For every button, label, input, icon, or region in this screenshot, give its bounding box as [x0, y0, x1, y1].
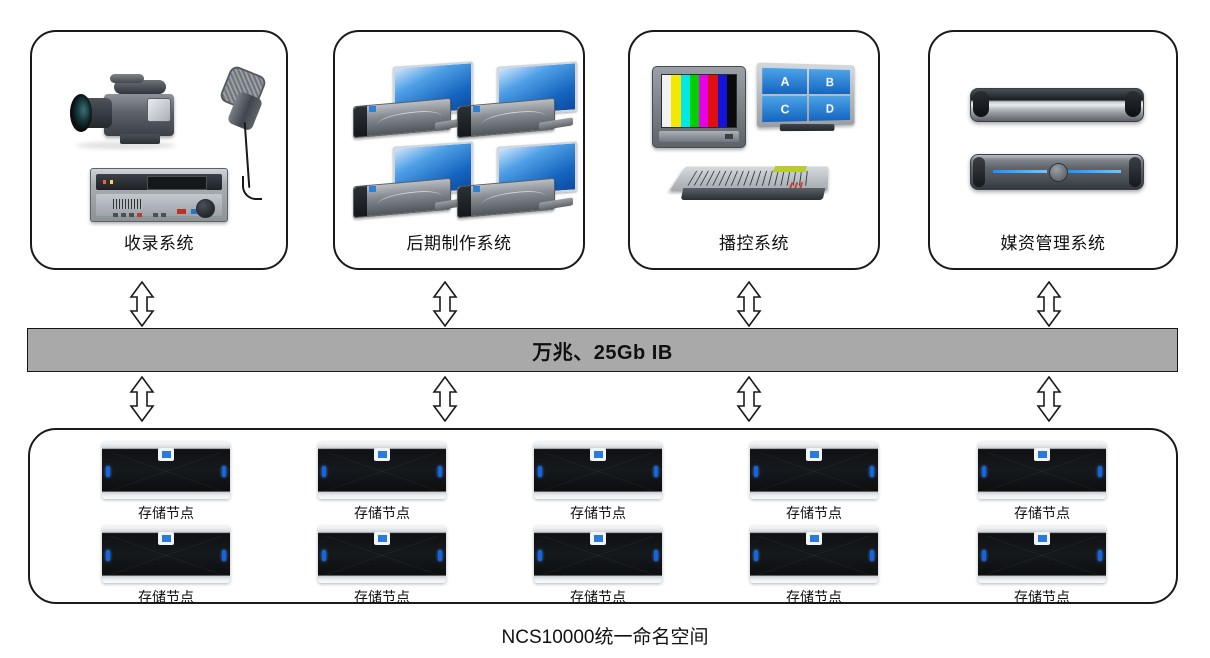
system-label-playout: 播控系统 — [719, 234, 789, 253]
workstation-icon — [457, 141, 577, 222]
connector-arrow-playout-to-network — [736, 280, 762, 328]
storage-node[interactable]: 存储节点 — [978, 526, 1106, 607]
media-asset-artwork — [930, 46, 1176, 222]
storage-node-label: 存储节点 — [354, 505, 410, 521]
storage-node[interactable]: 存储节点 — [978, 442, 1106, 523]
workstation-icon — [353, 141, 473, 222]
connector-arrow-network-to-storage-2 — [432, 375, 458, 423]
storage-node-icon — [978, 442, 1106, 499]
storage-node-icon — [750, 526, 878, 583]
playout-artwork: A B C D — [630, 46, 878, 222]
tape-library-icon — [970, 88, 1144, 122]
ingest-artwork — [32, 46, 286, 222]
storage-node-icon — [102, 526, 230, 583]
storage-node-icon — [534, 526, 662, 583]
storage-node-label: 存储节点 — [786, 589, 842, 605]
storage-node-icon — [534, 442, 662, 499]
storage-node-label: 存储节点 — [786, 505, 842, 521]
multiviewer-icon: A B C D — [756, 62, 862, 144]
connector-arrow-ingest-to-network — [129, 280, 155, 328]
vtr-deck-icon — [90, 168, 228, 222]
multiviewer-quadrant-d: D — [808, 95, 851, 121]
storage-node-icon — [102, 442, 230, 499]
storage-node-label: 存储节点 — [138, 505, 194, 521]
connector-arrow-network-to-storage-1 — [129, 375, 155, 423]
postproduction-artwork — [335, 46, 583, 222]
system-label-postproduction: 后期制作系统 — [406, 234, 512, 253]
multiviewer-quadrant-a: A — [762, 67, 808, 94]
system-box-postproduction[interactable]: 后期制作系统 — [333, 30, 585, 270]
video-camera-icon — [70, 68, 186, 152]
system-box-media-asset[interactable]: 媒资管理系统 — [928, 30, 1178, 270]
microphone-icon — [202, 64, 282, 200]
workstation-icon — [457, 61, 577, 142]
connector-arrow-network-to-storage-3 — [736, 375, 762, 423]
storage-node-icon — [318, 526, 446, 583]
system-label-media-asset: 媒资管理系统 — [1000, 234, 1106, 253]
crt-colorbar-monitor-icon — [652, 66, 746, 148]
network-fabric-bar[interactable]: 万兆、25Gb IB — [27, 328, 1178, 372]
storage-node[interactable]: 存储节点 — [102, 442, 230, 523]
connector-arrow-media-asset-to-network — [1036, 280, 1062, 328]
connector-arrow-network-to-storage-4 — [1036, 375, 1062, 423]
storage-node[interactable]: 存储节点 — [750, 442, 878, 523]
storage-node-icon — [978, 526, 1106, 583]
storage-node[interactable]: 存储节点 — [534, 442, 662, 523]
storage-node-label: 存储节点 — [1014, 505, 1070, 521]
storage-node-label: 存储节点 — [570, 589, 626, 605]
storage-node[interactable]: 存储节点 — [534, 526, 662, 607]
diagram-title: NCS10000统一命名空间 — [501, 627, 709, 648]
storage-pool-container[interactable]: 存储节点 存储节点 存储节点 存储节点 — [28, 428, 1178, 607]
system-box-playout[interactable]: A B C D 播控系统 — [628, 30, 880, 270]
audio-mixer-icon — [669, 158, 829, 214]
rack-server-icon — [970, 154, 1144, 190]
system-label-ingest: 收录系统 — [124, 234, 194, 253]
connector-arrow-postproduction-to-network — [432, 280, 458, 328]
storage-node-label: 存储节点 — [354, 589, 410, 605]
storage-node-icon — [750, 442, 878, 499]
workstation-icon — [353, 61, 473, 142]
storage-node-label: 存储节点 — [1014, 589, 1070, 605]
storage-node-icon — [318, 442, 446, 499]
network-fabric-label: 万兆、25Gb IB — [532, 341, 673, 364]
storage-node[interactable]: 存储节点 — [102, 526, 230, 607]
storage-node[interactable]: 存储节点 — [750, 526, 878, 607]
storage-node[interactable]: 存储节点 — [318, 442, 446, 523]
storage-node-label: 存储节点 — [570, 505, 626, 521]
system-box-ingest[interactable]: 收录系统 — [30, 30, 288, 270]
storage-node-label: 存储节点 — [138, 589, 194, 605]
multiviewer-quadrant-c: C — [762, 96, 808, 123]
multiviewer-quadrant-b: B — [808, 69, 851, 95]
storage-node[interactable]: 存储节点 — [318, 526, 446, 607]
